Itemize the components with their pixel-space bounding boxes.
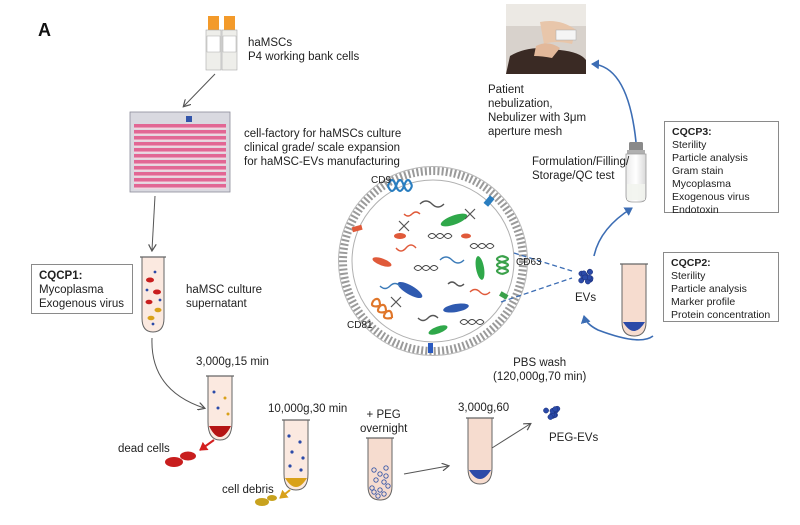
evs-cluster-icon — [578, 268, 594, 285]
arrow-dead-cells — [199, 439, 215, 451]
patient-label: Patient nebulization, Nebulizer with 3μm… — [488, 84, 587, 138]
pbs-wash-tube-icon — [620, 263, 648, 337]
cqcp3-item: Endotoxin — [672, 204, 719, 216]
arrow-vial-to-patient — [591, 59, 637, 143]
cqcp3-item: Gram stain — [672, 165, 724, 177]
arrow-tube-to-spin1 — [151, 337, 204, 408]
formulation-vial-icon — [625, 142, 647, 203]
cqcp2-item: Sterility — [671, 270, 706, 282]
cd81-label: CD81 — [347, 320, 373, 331]
cd81-protein-icon — [370, 297, 394, 320]
cell-debris-icon — [255, 495, 277, 506]
cqcp3-item: Mycoplasma — [672, 178, 731, 190]
cryovials-icon — [205, 16, 238, 71]
supernatant-tube-icon — [140, 256, 166, 333]
arrow-evs-to-formulation — [593, 207, 633, 257]
hamsc-source-label: haMSCs P4 working bank cells — [248, 37, 360, 63]
spin2-tube-icon — [282, 419, 310, 491]
arrow-cell-debris — [279, 489, 291, 499]
cqcp1-title: CQCP1: — [39, 270, 83, 282]
cd63-protein-icon — [495, 254, 510, 276]
cqcp3-item: Sterility — [672, 139, 707, 151]
spin3-label: 3,000g,60 — [458, 402, 510, 414]
cqcp2-item: Protein concentration — [671, 309, 771, 321]
cqcp3-title: CQCP3: — [672, 126, 712, 138]
spin1-tube-icon — [206, 375, 234, 441]
cqcp3-item: Particle analysis — [672, 152, 748, 164]
cqcp2-item: Particle analysis — [671, 283, 747, 295]
patient-nebulization-photo — [506, 4, 586, 74]
dead-cells-label: dead cells — [118, 443, 170, 455]
cqcp1-item: Exogenous virus — [39, 298, 125, 310]
zoom-line-upper — [513, 252, 573, 272]
dead-cells-icon — [165, 451, 196, 467]
cqcp2-title: CQCP2: — [671, 257, 711, 269]
cd9-protein-icon — [386, 178, 414, 193]
peg-tube-icon — [366, 437, 394, 501]
cell-debris-label: cell debris — [222, 484, 274, 496]
cqcp3-box: CQCP3: Sterility Particle analysis Gram … — [664, 121, 779, 216]
cqcp2-box: CQCP2: Sterility Particle analysis Marke… — [663, 252, 779, 322]
peg-evs-label: PEG-EVs — [549, 432, 599, 444]
pbs-wash-label: PBS wash (120,000g,70 min) — [493, 357, 587, 383]
arrow-spin3-to-peg-evs — [491, 424, 530, 449]
cd63-label: CD63 — [516, 257, 542, 268]
cell-factory-label: cell-factory for haMSCs culture clinical… — [244, 128, 402, 168]
extracellular-vesicle-icon — [338, 166, 528, 356]
cd9-label: CD9 — [371, 175, 392, 186]
cell-factory-icon — [129, 111, 231, 193]
arrow-peg-to-spin3 — [403, 466, 448, 475]
cqcp1-box: CQCP1: Mycoplasma Exogenous virus — [31, 264, 133, 314]
spin1-label: 3,000g,15 min — [196, 356, 269, 368]
evs-label: EVs — [575, 292, 597, 304]
arrow-vials-to-factory — [184, 73, 216, 106]
cqcp1-item: Mycoplasma — [39, 284, 104, 296]
spin3-tube-icon — [466, 417, 494, 485]
spin2-label: 10,000g,30 min — [268, 403, 348, 415]
formulation-label: Formulation/Filling/ Storage/QC test — [532, 156, 630, 182]
peg-label: + PEG overnight — [360, 409, 408, 435]
zoom-line-lower — [500, 277, 573, 303]
arrow-pbs-to-evs — [580, 315, 654, 341]
arrow-factory-to-tube — [152, 195, 155, 250]
peg-evs-cluster-icon — [543, 405, 561, 420]
cqcp2-item: Marker profile — [671, 296, 736, 308]
supernatant-label: haMSC culture supernatant — [186, 284, 263, 310]
cqcp3-item: Exogenous virus — [672, 191, 750, 203]
panel-letter: A — [38, 20, 51, 40]
